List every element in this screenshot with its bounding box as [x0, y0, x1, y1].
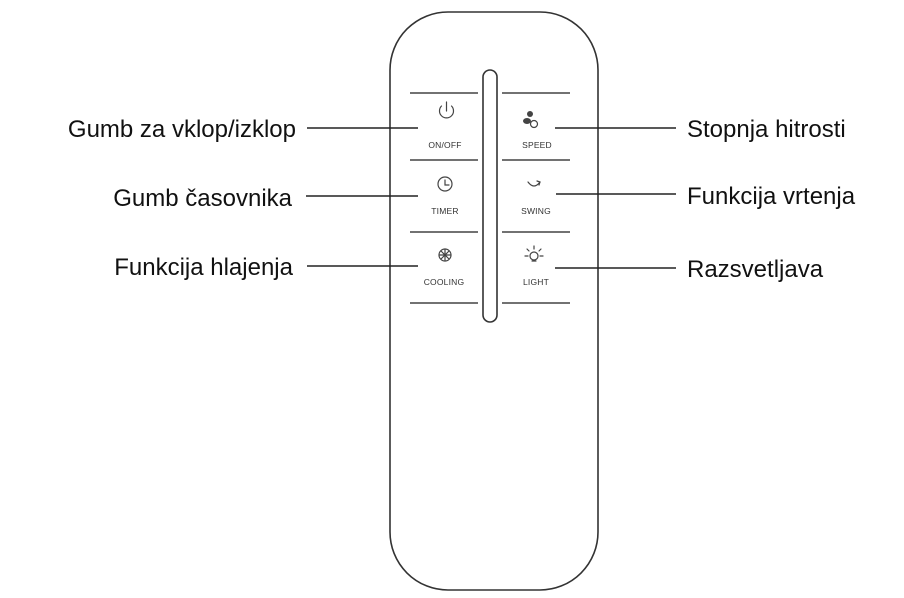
- callout-cooling: Funkcija hlajenja: [114, 254, 293, 281]
- callout-light: Razsvetljava: [687, 256, 824, 283]
- cooling-button[interactable]: COOLING: [424, 248, 465, 287]
- clock-icon: [437, 176, 453, 192]
- snowflake-icon: [438, 248, 452, 262]
- onoff-label: ON/OFF: [428, 140, 461, 150]
- speed-button[interactable]: SPEED: [522, 111, 552, 150]
- fan-icon: [523, 111, 539, 129]
- callout-speed: Stopnja hitrosti: [687, 116, 846, 143]
- swing-icon: [527, 180, 541, 187]
- light-button[interactable]: LIGHT: [523, 245, 549, 287]
- callout-swing: Funkcija vrtenja: [687, 183, 856, 210]
- remote-center-bar: [482, 69, 498, 323]
- callout-timer: Gumb časovnika: [113, 185, 292, 212]
- timer-label: TIMER: [431, 206, 458, 216]
- swing-button[interactable]: SWING: [521, 180, 551, 216]
- remote-body: [389, 11, 599, 591]
- onoff-button[interactable]: ON/OFF: [428, 101, 461, 150]
- timer-button[interactable]: TIMER: [431, 176, 459, 216]
- light-bulb-icon: [524, 245, 544, 262]
- swing-label: SWING: [521, 206, 551, 216]
- speed-label: SPEED: [522, 140, 552, 150]
- cooling-label: COOLING: [424, 277, 465, 287]
- callout-onoff: Gumb za vklop/izklop: [68, 116, 296, 143]
- light-label: LIGHT: [523, 277, 549, 287]
- power-icon: [438, 101, 455, 119]
